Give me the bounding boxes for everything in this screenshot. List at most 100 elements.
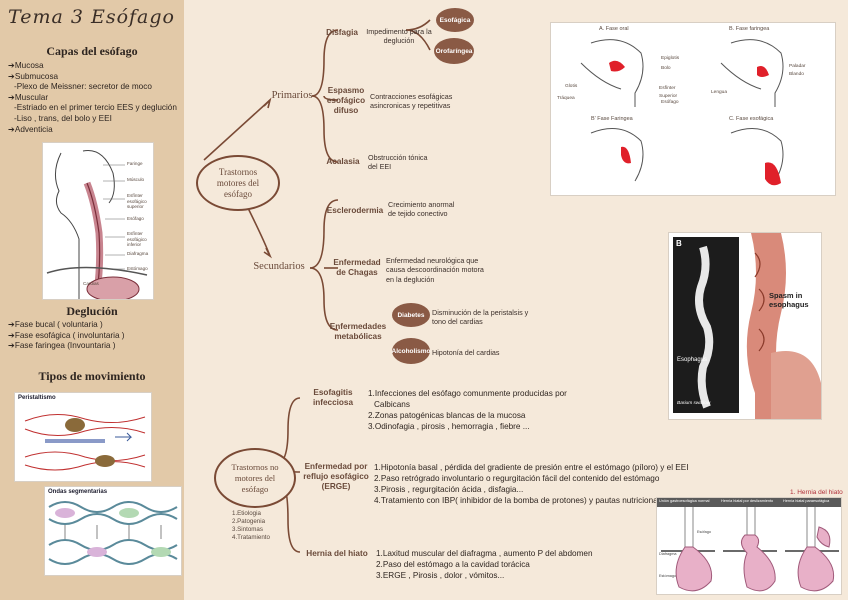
label-traquea: Tráquea bbox=[557, 96, 575, 101]
hernia-figure-header-bar bbox=[657, 498, 841, 507]
hernia-label-estomago: Estómago bbox=[659, 574, 677, 578]
segmentarias-figure: Ondas segmentarias bbox=[44, 486, 182, 576]
root-node-motores-label: Trastornos motores del esófago bbox=[216, 166, 260, 199]
node-disfagia: Disfagia bbox=[326, 28, 358, 37]
hernia-illustration bbox=[661, 507, 839, 592]
pill-alcoholismo: Alcoholismo bbox=[392, 338, 431, 364]
desc-acalasia: Obstrucción tónica del EEI bbox=[368, 153, 428, 172]
list-item: 4.Tratamiento con IBP( inhibidor de la b… bbox=[374, 496, 669, 505]
spasm-anatomy-illustration bbox=[746, 233, 821, 419]
anatomy-label-ees: Esfínter esofágico superior bbox=[127, 193, 147, 209]
node-erge: Enfermedad por reflujo esofágico (ERGE) bbox=[303, 462, 369, 491]
anatomy-label-faringe: Faringe bbox=[127, 161, 143, 166]
anatomy-label-musculo: Músculo bbox=[127, 177, 145, 182]
list-item: ➔Mucosa bbox=[8, 61, 44, 70]
list-item: -Estriado en el primer tercio EES y degl… bbox=[14, 103, 177, 113]
label-fase-oral: A. Fase oral bbox=[599, 26, 629, 32]
label-esfinter-superior: Esfínter Superior bbox=[659, 86, 678, 99]
branch-primarios: Primarios bbox=[271, 90, 313, 101]
desc-esclerodermia: Crecimiento anormal de tejido conectivo bbox=[388, 200, 455, 219]
hernia-col-2-title: Hernia hiatal por deslizamiento bbox=[721, 499, 774, 503]
legend-list: 1.Etiologia 2.Patogenia 3.Sintomas 4.Tra… bbox=[232, 510, 270, 542]
hernia-label-diafragma: Diafragma bbox=[659, 552, 677, 556]
capas-list: ➔Mucosa ➔Submucosa -Plexo de Meissner: s… bbox=[8, 61, 177, 135]
list-item: Calbicans bbox=[374, 400, 410, 409]
list-item: ➔Fase esofágica ( involuntaria ) bbox=[8, 330, 125, 340]
hernia-figure: Unión gastroesofágica normal Hernia hiat… bbox=[656, 497, 842, 595]
esophagus-anatomy-illustration bbox=[46, 149, 148, 299]
label-lengua: Lengua bbox=[711, 90, 728, 95]
desc-disfagia: Impedimento para la deglución bbox=[366, 27, 432, 46]
desc-chagas: Enfermedad neurológica que causa descoor… bbox=[386, 256, 484, 284]
label-esofago: Esófago bbox=[661, 100, 679, 105]
xray-esophagus-illustration bbox=[695, 245, 714, 409]
node-esclerodermia: Esclerodermia bbox=[326, 206, 384, 215]
branch-secundarios: Secundarios bbox=[253, 261, 305, 272]
anatomy-figure: Faringe Músculo Esfínter esofágico super… bbox=[42, 142, 154, 300]
xray-corner-letter: B bbox=[676, 239, 682, 248]
legend-item: 3.Sintomas bbox=[232, 526, 263, 533]
list-item: 2.Zonas patogénicas blancas de la mucosa bbox=[368, 411, 526, 420]
desc-diabetes: Disminución de la peristalsis y tono del… bbox=[432, 308, 529, 327]
swallow-phases-figure: A. Fase oral B. Fase faringea Epiglotis … bbox=[550, 22, 836, 196]
node-metabolicas: Enfermedades metabólicas bbox=[329, 322, 387, 341]
list-item: ➔Muscular bbox=[8, 92, 49, 102]
legend-item: 2.Patogenia bbox=[232, 518, 266, 525]
label-paladar-blando: Paladar Blando bbox=[789, 64, 806, 77]
list-item: ➔Fase bucal ( voluntaria ) bbox=[8, 320, 103, 329]
node-espasmo: Espasmo esofágico difuso bbox=[326, 86, 366, 115]
spasm-title: Spasm in esophagus bbox=[769, 291, 809, 309]
list-item: -Liso , trans, del bolo y EEI bbox=[14, 113, 112, 123]
deglucion-list: ➔Fase bucal ( voluntaria ) ➔Fase esofági… bbox=[8, 320, 125, 352]
segmentarias-title: Ondas segmentarias bbox=[48, 489, 108, 495]
label-fase-faringea: B. Fase faringea bbox=[729, 26, 770, 32]
anatomy-label-eei: Esfínter esofágico inferior bbox=[127, 231, 147, 247]
list-item: -Plexo de Meissner: secretor de moco bbox=[14, 82, 152, 92]
list-item: 2.Paso retrógrado involuntario o regurgi… bbox=[374, 474, 660, 483]
list-item: 1.Hipotonía basal , pérdida del gradient… bbox=[374, 463, 689, 472]
list-item: 2.Paso del estómago a la cavidad torácic… bbox=[376, 560, 530, 569]
node-acalasia: Acalasia bbox=[326, 157, 360, 166]
hernia-label-esofago: Esófago bbox=[697, 530, 711, 534]
erge-list: 1.Hipotonía basal , pérdida del gradient… bbox=[374, 462, 689, 506]
swallow-phases-illustration bbox=[580, 39, 784, 186]
list-item: ➔Adventicia bbox=[8, 124, 53, 134]
xray-image: B Esophagus Barium swallow bbox=[673, 237, 739, 413]
peristaltismo-title: Peristaltismo bbox=[18, 395, 56, 401]
anatomy-label-diafragma: Diafragma bbox=[127, 251, 149, 256]
movimiento-heading: Tipos de movimiento bbox=[38, 369, 146, 383]
hernia-list: 1.Laxitud muscular del diafragma , aumen… bbox=[376, 548, 593, 581]
desc-espasmo: Contracciones esofágicas asincronicas y … bbox=[370, 92, 453, 111]
hernia-col-1-title: Unión gastroesofágica normal bbox=[659, 499, 710, 503]
legend-item: 4.Tratamiento bbox=[232, 534, 270, 541]
node-hernia: Hernia del hiato bbox=[306, 549, 368, 558]
anatomy-label-esofago: Esófago bbox=[127, 216, 144, 221]
root-node-no-motores-label: Trastornos no motores del esófago bbox=[231, 461, 279, 494]
node-esofagitis: Esofagitis infecciosa bbox=[312, 388, 354, 407]
spasm-figure: B Esophagus Barium swallow Spasm in esop… bbox=[668, 232, 822, 420]
list-item: 1.Infecciones del esófago comunmente pro… bbox=[368, 389, 567, 398]
peristaltismo-figure: Peristaltismo bbox=[14, 392, 152, 482]
segmentation-illustration bbox=[48, 501, 178, 565]
root-node-no-motores: Trastornos no motores del esófago bbox=[214, 448, 296, 508]
list-item: 1.Laxitud muscular del diafragma , aumen… bbox=[376, 549, 593, 558]
label-fase-faringea-2: B' Fase Faringea bbox=[591, 116, 633, 122]
pill-orofaringea: Orofaríngea bbox=[434, 38, 474, 64]
node-chagas: Enfermedad de Chagas bbox=[333, 258, 381, 277]
anatomy-label-cardias: Cardias bbox=[83, 281, 99, 286]
list-item: ➔Fase faringea (Invountaria ) bbox=[8, 341, 116, 351]
root-node-motores: Trastornos motores del esófago bbox=[196, 155, 280, 211]
esofagitis-list: 1.Infecciones del esófago comunmente pro… bbox=[368, 388, 567, 432]
pill-esofagica: Esofágica bbox=[436, 8, 474, 32]
list-item: ➔Submucosa bbox=[8, 71, 59, 81]
label-glotis: Glotis bbox=[565, 84, 578, 89]
pill-diabetes: Diabetes bbox=[392, 303, 430, 327]
deglucion-heading: Deglución bbox=[66, 304, 118, 318]
capas-heading: Capas del esófago bbox=[46, 44, 138, 58]
anatomy-label-estomago: Estómago bbox=[127, 266, 148, 271]
desc-alcoholismo: Hipotonía del cardias bbox=[432, 348, 500, 357]
label-fase-esofagica: C. Fase esofágica bbox=[729, 116, 774, 122]
page-title: Tema 3 Esófago bbox=[8, 6, 175, 28]
xray-caption: Barium swallow bbox=[677, 401, 711, 406]
hernia-col-3-title: Hernia hiatal paraesofágica bbox=[783, 499, 830, 503]
